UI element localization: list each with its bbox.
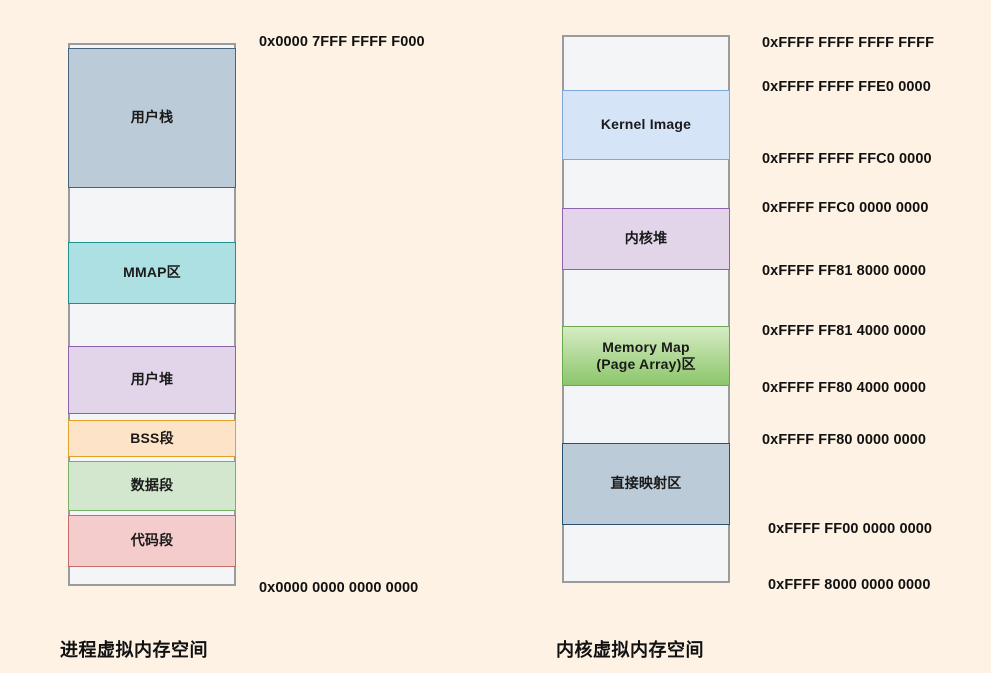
address-kernel-2: 0xFFFF FFFF FFC0 0000 [762,151,932,167]
address-kernel-0: 0xFFFF FFFF FFFF FFFF [762,35,935,51]
caption-process-virtual-memory: 进程虚拟内存空间 [60,640,208,660]
region-code-segment[interactable]: 代码段 [68,515,236,567]
region-kernel-heap[interactable]: 内核堆 [562,208,730,270]
region-mmap[interactable]: MMAP区 [68,242,236,304]
address-process-bottom: 0x0000 0000 0000 0000 [259,580,419,596]
region-data-segment-label: 数据段 [130,477,174,494]
region-user-stack[interactable]: 用户栈 [68,48,236,188]
address-kernel-8: 0xFFFF FF00 0000 0000 [768,521,933,537]
region-bss-segment-label: BSS段 [130,429,174,446]
region-kernel-image-label: Kernel Image [600,116,692,133]
region-memory-map-label-line2: (Page Array)区 [596,356,696,372]
region-kernel-image[interactable]: Kernel Image [562,90,730,160]
region-user-heap[interactable]: 用户堆 [68,346,236,414]
address-kernel-7: 0xFFFF FF80 0000 0000 [762,432,927,448]
address-kernel-1: 0xFFFF FFFF FFE0 0000 [762,79,931,95]
region-memory-map-label-line1: Memory Map [602,338,690,355]
region-user-heap-label: 用户堆 [130,371,174,388]
caption-kernel-virtual-memory: 内核虚拟内存空间 [556,640,704,660]
address-process-top: 0x0000 7FFF FFFF F000 [259,34,425,50]
address-kernel-9: 0xFFFF 8000 0000 0000 [768,577,931,593]
region-code-segment-label: 代码段 [130,532,174,549]
address-kernel-3: 0xFFFF FFC0 0000 0000 [762,200,929,216]
kernel-memory-column: Kernel Image 内核堆 Memory Map (Page Array)… [562,35,730,583]
region-user-stack-label: 用户栈 [130,109,174,126]
region-direct-mapping[interactable]: 直接映射区 [562,443,730,525]
address-kernel-5: 0xFFFF FF81 4000 0000 [762,323,927,339]
address-kernel-4: 0xFFFF FF81 8000 0000 [762,263,927,279]
address-kernel-6: 0xFFFF FF80 4000 0000 [762,380,927,396]
region-memory-map[interactable]: Memory Map (Page Array)区 [562,326,730,386]
region-bss-segment[interactable]: BSS段 [68,420,236,457]
process-memory-column: 用户栈 MMAP区 用户堆 BSS段 数据段 代码段 [68,43,236,586]
region-mmap-label: MMAP区 [123,264,181,281]
region-kernel-heap-label: 内核堆 [624,230,668,247]
region-data-segment[interactable]: 数据段 [68,461,236,511]
region-direct-mapping-label: 直接映射区 [610,475,682,492]
